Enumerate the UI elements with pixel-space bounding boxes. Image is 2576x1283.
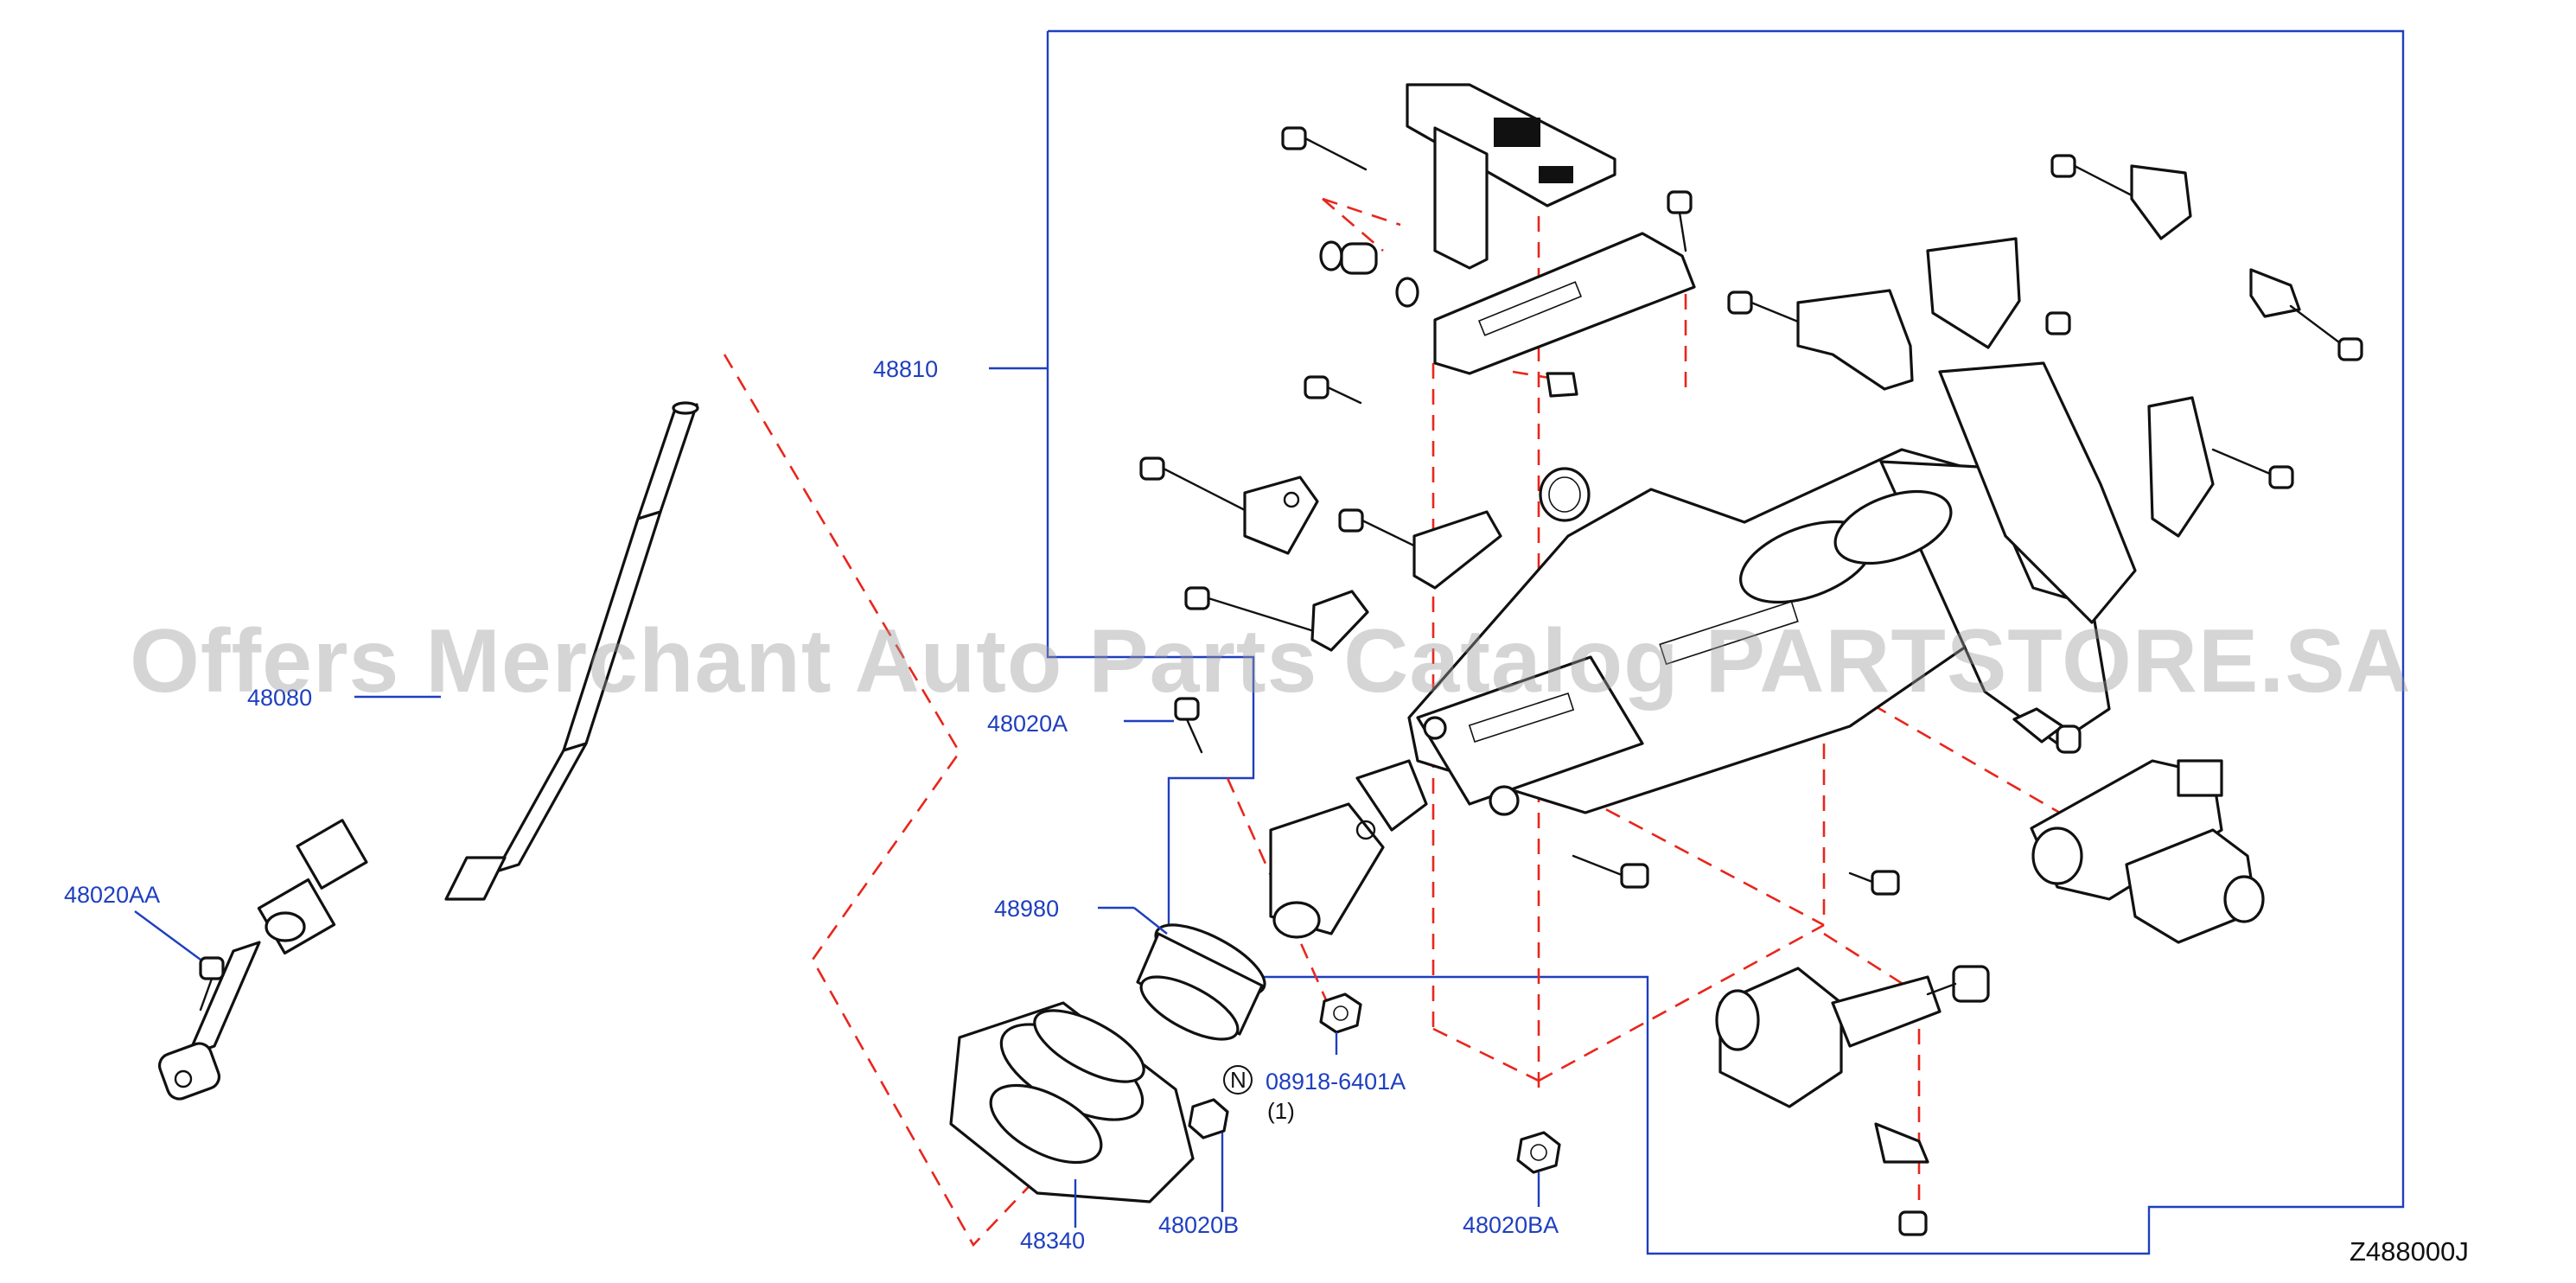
lock-motor-assembly xyxy=(2012,707,2265,944)
callout-08918-6401a[interactable]: 08918-6401A xyxy=(1266,1069,1406,1095)
callout-48980[interactable]: 48980 xyxy=(994,896,1059,922)
column-housing xyxy=(1407,361,2137,816)
tilt-lock-mechanism xyxy=(1715,965,1990,1236)
callout-48020a[interactable]: 48020A xyxy=(987,711,1068,737)
callout-48020b[interactable]: 48020B xyxy=(1158,1212,1239,1238)
nut-symbol: N xyxy=(1230,1067,1247,1093)
callout-48810[interactable]: 48810 xyxy=(873,356,938,382)
column-cover-48340 xyxy=(949,923,1266,1203)
callout-48340[interactable]: 48340 xyxy=(1020,1228,1085,1254)
callout-48020ba[interactable]: 48020BA xyxy=(1463,1212,1559,1238)
assembly-boundary xyxy=(1046,29,2405,1255)
leader-lines xyxy=(134,367,1540,1228)
upper-mounting-bracket xyxy=(1406,83,1696,375)
watermark: Offers Merchant Auto Parts Catalog PARTS… xyxy=(130,611,2412,712)
small-brackets-right xyxy=(1727,154,2363,538)
fasteners-upper xyxy=(1139,126,1693,652)
nut-symbol-circle xyxy=(1223,1065,1253,1095)
steering-shaft-48080 xyxy=(157,401,699,1101)
universal-joint xyxy=(1269,759,1428,939)
callout-48080[interactable]: 48080 xyxy=(247,685,312,711)
callout-48020aa[interactable]: 48020AA xyxy=(64,882,160,908)
callout-quantity: (1) xyxy=(1267,1098,1295,1124)
callout-labels: 48810 48080 48020AA 48020A 48980 N 08918… xyxy=(64,356,1559,1254)
diagram-code: Z488000J xyxy=(2350,1236,2469,1267)
fasteners-lower xyxy=(199,697,2082,1174)
